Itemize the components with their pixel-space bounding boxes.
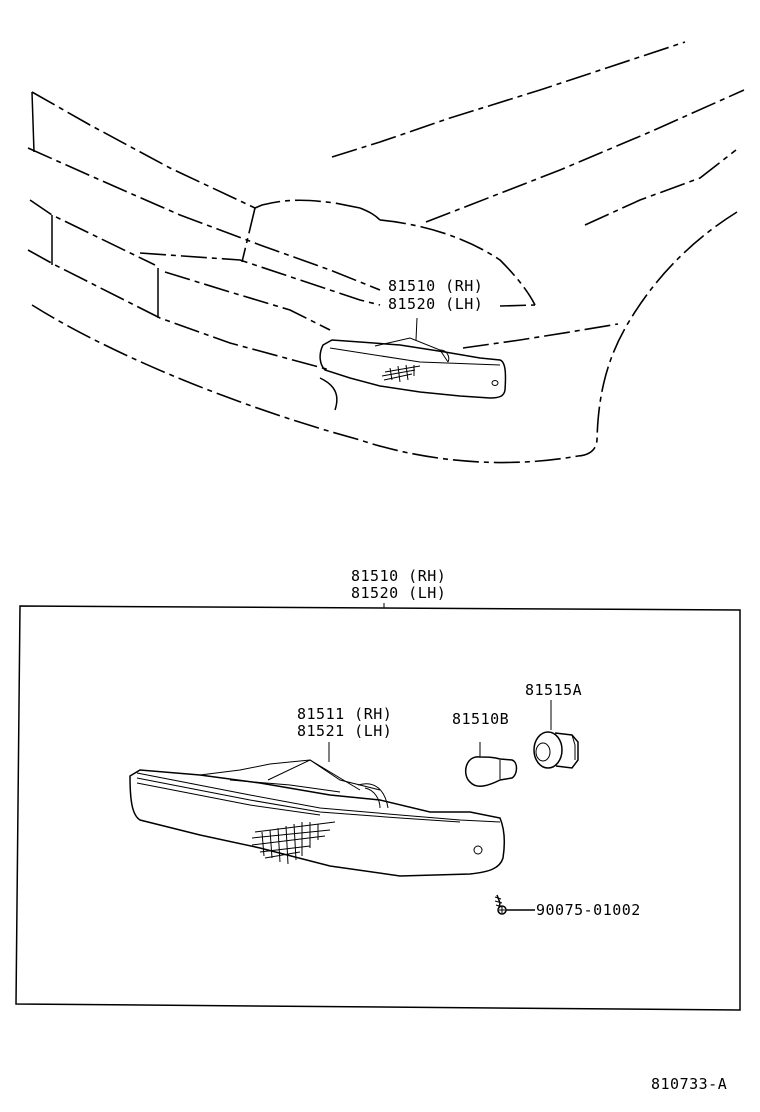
- part-label-lens-housing-rh: 81511 (RH): [297, 705, 393, 723]
- vehicle-outline: [27, 41, 745, 464]
- vehicle-callout-label-lh: 81520 (LH): [388, 295, 484, 313]
- lens-housing-drawing: [129, 742, 505, 877]
- bulb-drawing: [464, 742, 518, 787]
- screw-drawing: [494, 894, 535, 915]
- assembly-header-label-lh: 81520 (LH): [351, 584, 447, 602]
- vehicle-callout-label-rh: 81510 (RH): [388, 277, 484, 295]
- part-label-bulb: 81510B: [452, 710, 510, 728]
- part-label-screw: 90075-01002: [536, 901, 641, 919]
- assembly-box: [15, 603, 741, 1011]
- part-label-lens-housing-lh: 81521 (LH): [297, 722, 393, 740]
- part-label-socket: 81515A: [525, 681, 583, 699]
- figure-code: 810733-A: [651, 1075, 728, 1093]
- socket-drawing: [533, 700, 579, 769]
- lamp-installed: [319, 317, 507, 399]
- assembly-header-label-rh: 81510 (RH): [351, 567, 447, 585]
